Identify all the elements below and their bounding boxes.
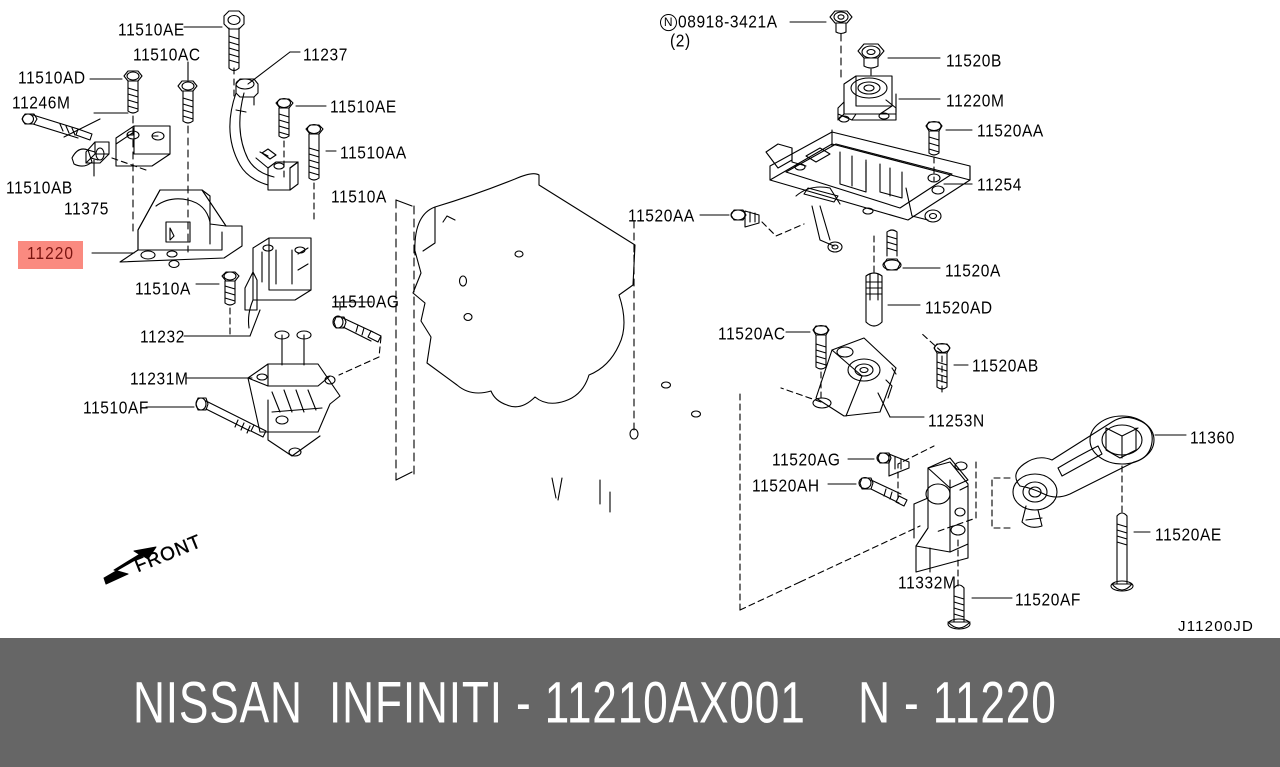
callout-08918-3421a-qty: (2)	[670, 32, 691, 52]
callout-11520ag[interactable]: 11520AG	[772, 450, 841, 470]
callout-11520af[interactable]: 11520AF	[1015, 590, 1081, 610]
bolt-11510ae-right	[275, 97, 294, 179]
callout-11520aa-2[interactable]: 11520AA	[628, 206, 695, 226]
callout-11510a-1[interactable]: 11510A	[331, 187, 387, 207]
callout-11510ad[interactable]: 11510AD	[18, 68, 86, 88]
part-11220m-insulator	[837, 75, 897, 123]
callout-11520ad[interactable]: 11520AD	[925, 298, 993, 318]
parts-illustration	[21, 10, 1187, 630]
front-arrow	[103, 546, 157, 585]
part-11231m-bracket	[247, 330, 341, 457]
footer-title: NISSAN INFINITI - 11210AX001 N - 11220	[133, 670, 1057, 735]
bolt-11520aa-left	[730, 209, 760, 228]
footer-bar: NISSAN INFINITI - 11210AX001 N - 11220	[0, 638, 1280, 767]
callout-11510ac[interactable]: 11510AC	[133, 45, 201, 65]
callout-11254[interactable]: 11254	[977, 175, 1022, 195]
part-11232-bracket	[244, 237, 312, 329]
callout-11520b[interactable]: 11520B	[946, 51, 1002, 71]
callout-08918-3421a-label: 08918-3421A	[678, 13, 778, 33]
transmission-outline	[412, 173, 702, 513]
callout-11510ag[interactable]: 11510AG	[331, 292, 400, 312]
callout-11510a-2[interactable]: 11510A	[135, 279, 191, 299]
callout-11510ab[interactable]: 11510AB	[6, 178, 73, 198]
part-11220-engine-mount	[119, 189, 243, 269]
callout-11375[interactable]: 11375	[64, 199, 109, 219]
callout-11237[interactable]: 11237	[303, 45, 348, 65]
callout-11253n[interactable]: 11253N	[928, 411, 985, 431]
bolt-11510ae-top	[223, 10, 245, 99]
callout-11520aa-1[interactable]: 11520AA	[977, 121, 1044, 141]
nut-11520b	[857, 43, 885, 80]
callout-11232[interactable]: 11232	[140, 327, 185, 347]
nut-08918-3421a	[829, 10, 853, 79]
part-11254-bracket	[765, 129, 971, 253]
bolt-11510af	[195, 397, 267, 438]
bolt-11520ae	[1110, 512, 1134, 592]
circled-n-icon: N	[660, 13, 677, 32]
callout-11510af[interactable]: 11510AF	[83, 398, 149, 418]
callout-11520ah[interactable]: 11520AH	[752, 476, 820, 496]
bolt-11520ag	[876, 452, 910, 477]
bolt-11520ah	[858, 476, 908, 507]
callout-11520ae[interactable]: 11520AE	[1155, 525, 1222, 545]
part-11253n-bracket	[812, 337, 897, 417]
part-11237-bracket	[229, 78, 299, 191]
bracket-11375	[71, 141, 110, 167]
callout-11520ac[interactable]: 11520AC	[718, 324, 786, 344]
bolt-11510a-mid	[221, 271, 240, 335]
callout-11520a[interactable]: 11520A	[945, 261, 1001, 281]
callout-11520ab[interactable]: 11520AB	[972, 356, 1039, 376]
bolt-11510ag	[332, 315, 382, 343]
bolt-11510aa	[305, 123, 324, 224]
callout-11231m[interactable]: 11231M	[130, 369, 189, 389]
callout-11510ae-1[interactable]: 11510AE	[118, 20, 185, 40]
callout-11220m[interactable]: 11220M	[946, 91, 1005, 111]
block-11246m	[115, 125, 171, 167]
drawing-number: J11200JD	[1178, 618, 1255, 635]
callout-11360[interactable]: 11360	[1190, 428, 1235, 448]
diagram-canvas[interactable]: 11510AE 11510AC 11237 11510AD 11510AE 11…	[0, 0, 1280, 638]
callout-11510aa[interactable]: 11510AA	[340, 143, 407, 163]
callout-11220-highlighted[interactable]: 11220	[18, 241, 83, 269]
bolt-11246m	[21, 113, 93, 141]
callout-11246m[interactable]: 11246M	[12, 93, 71, 113]
bolt-11520ac	[812, 324, 830, 370]
bolt-11510ad	[123, 70, 143, 235]
bolt-11520af	[947, 584, 971, 630]
callout-11332m[interactable]: 11332M	[898, 573, 957, 593]
bolt-11520aa-right	[925, 120, 943, 182]
part-11360-torque-rod	[1012, 415, 1155, 528]
part-11332m-bracket	[913, 457, 969, 573]
callout-11510ae-2[interactable]: 11510AE	[330, 97, 397, 117]
bolt-11520ad	[865, 231, 883, 327]
bolt-11510ac	[177, 80, 198, 253]
bolt-11520a	[882, 229, 902, 271]
